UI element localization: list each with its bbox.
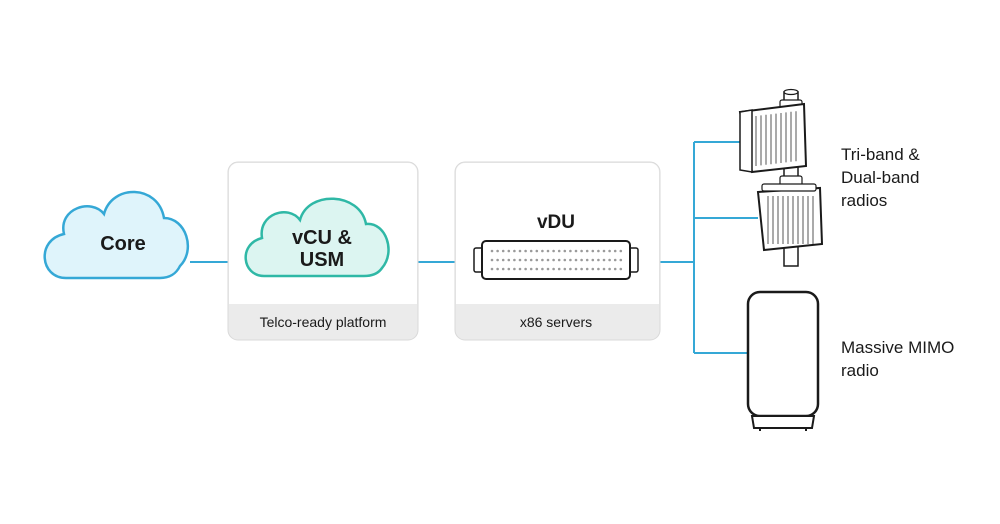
vent-dot <box>602 249 606 253</box>
core-label: Core <box>100 233 146 255</box>
vent-dot <box>557 267 561 271</box>
vent-dot <box>546 267 550 271</box>
radio-fins-bottom <box>767 196 814 244</box>
vent-dot <box>513 258 516 262</box>
vent-dot <box>591 258 595 262</box>
platform-caption: Telco-ready platform <box>260 314 387 330</box>
vent-dot <box>557 258 561 262</box>
vent-dot <box>585 258 589 262</box>
vcu-cloud-icon <box>244 197 390 278</box>
vent-dot <box>535 267 539 271</box>
vent-dot <box>574 249 578 253</box>
vent-dot <box>569 267 572 271</box>
telco-platform-panel: vCU & USM Telco-ready platform <box>227 161 419 341</box>
vent-dot <box>524 249 527 253</box>
triband-label-line3: radios <box>841 191 887 210</box>
massive-mimo-icon <box>746 290 820 431</box>
vent-dot <box>535 258 539 262</box>
vent-dot <box>490 249 494 253</box>
vent-dot <box>518 267 522 271</box>
vent-dot <box>580 258 583 262</box>
radio-unit-icon <box>756 183 824 252</box>
radio-unit-icon <box>738 102 808 174</box>
vent-dot <box>569 249 572 253</box>
vent-dot <box>585 249 589 253</box>
vent-dot <box>529 249 533 253</box>
vent-dot <box>613 258 617 262</box>
mimo-label-line2: radio <box>841 361 879 380</box>
vent-dot <box>563 249 567 253</box>
vent-dot <box>490 258 494 262</box>
vent-dot <box>496 258 499 262</box>
vent-dot <box>546 258 550 262</box>
vent-dot <box>613 267 617 271</box>
vdu-caption: x86 servers <box>520 314 592 330</box>
vent-dot <box>529 258 533 262</box>
pole-mounted-radios <box>738 88 824 267</box>
vent-dot <box>580 249 583 253</box>
vent-dot <box>619 249 623 253</box>
vent-dot <box>608 249 611 253</box>
vent-dot <box>591 267 595 271</box>
vent-dot <box>585 267 589 271</box>
vent-dot <box>591 249 595 253</box>
vent-dot <box>608 267 611 271</box>
vent-dot <box>496 249 499 253</box>
vent-dot <box>574 267 578 271</box>
vent-dot <box>619 258 623 262</box>
vent-dot <box>541 249 544 253</box>
vdu-title: vDU <box>537 212 575 233</box>
vent-dot <box>535 249 539 253</box>
triband-label-line2: Dual-band <box>841 168 919 187</box>
vdu-panel-body <box>456 163 659 304</box>
vdu-panel: vDU x86 servers <box>454 161 661 341</box>
vent-dot <box>552 267 555 271</box>
vent-dot <box>541 258 544 262</box>
vent-dot <box>557 249 561 253</box>
vent-dot <box>552 249 555 253</box>
vent-dot <box>524 267 527 271</box>
vent-dot <box>513 267 516 271</box>
server-rack-icon <box>473 240 639 280</box>
vent-dot <box>574 258 578 262</box>
vent-dot <box>507 267 511 271</box>
vent-dot <box>507 258 511 262</box>
vent-dot <box>501 258 505 262</box>
vent-dot <box>563 267 567 271</box>
vent-dot <box>602 267 606 271</box>
vent-dot <box>501 267 505 271</box>
vent-dot <box>597 249 600 253</box>
vent-dot <box>552 258 555 262</box>
cloud-icon <box>43 190 190 280</box>
triband-label-line1: Tri-band & <box>841 145 920 164</box>
vent-dot <box>490 267 494 271</box>
vent-dot <box>518 258 522 262</box>
vent-dot <box>507 249 511 253</box>
vent-dot <box>524 258 527 262</box>
vent-dot <box>602 258 606 262</box>
vent-dot <box>597 258 600 262</box>
vent-dot <box>563 258 567 262</box>
vent-dot <box>529 267 533 271</box>
mimo-label-line1: Massive MIMO <box>841 338 954 357</box>
server-vent-dots <box>490 249 623 271</box>
vent-dot <box>569 258 572 262</box>
vent-dot <box>541 267 544 271</box>
vent-dot <box>580 267 583 271</box>
vent-dot <box>518 249 522 253</box>
connector-lines <box>190 141 758 354</box>
vent-dot <box>619 267 623 271</box>
vent-dot <box>597 267 600 271</box>
vent-dot <box>613 249 617 253</box>
vent-dot <box>496 267 499 271</box>
vent-dot <box>546 249 550 253</box>
vent-dot <box>608 258 611 262</box>
radio-fins-top <box>755 111 797 166</box>
vcu-label-line1: vCU & <box>292 227 352 249</box>
core-cloud: Core <box>43 190 190 280</box>
vcu-label-line2: USM <box>300 249 344 271</box>
vent-dot <box>513 249 516 253</box>
vent-dot <box>501 249 505 253</box>
